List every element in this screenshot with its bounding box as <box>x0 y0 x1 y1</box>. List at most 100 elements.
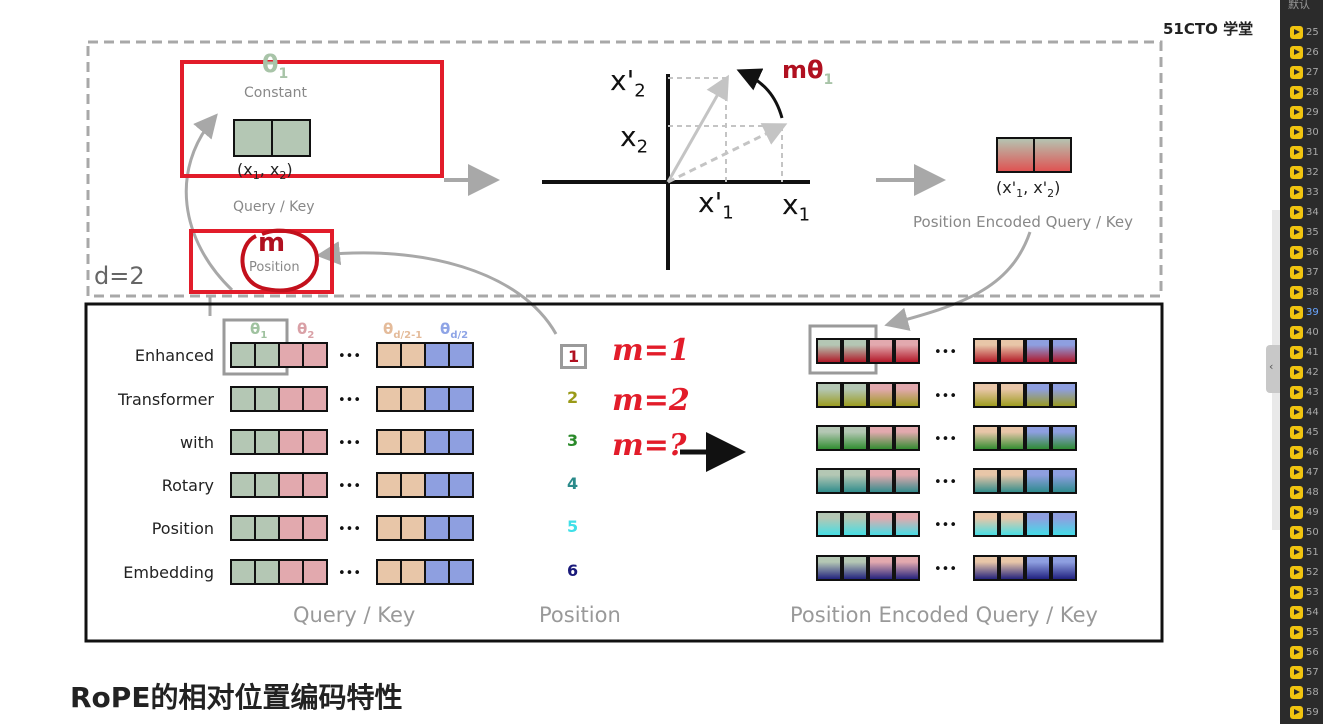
encoded-cell <box>868 511 894 537</box>
encoded-rows: •••••••••••••••••• <box>816 338 1077 581</box>
red-highlight-position <box>189 229 334 294</box>
encoded-cell <box>973 338 999 364</box>
annotation-2: m=2 <box>612 383 690 418</box>
encoded-cell <box>868 468 894 494</box>
theta-header: θd/2 <box>440 320 468 341</box>
play-icon <box>1290 525 1303 539</box>
playlist-item-number: 43 <box>1306 386 1319 398</box>
playlist-item[interactable]: 50 <box>1290 524 1319 540</box>
qk-cell <box>302 429 328 455</box>
qk-cell <box>400 386 426 412</box>
playlist-item[interactable]: 35 <box>1290 224 1319 240</box>
constant-label: Constant <box>244 85 307 101</box>
qk-cell <box>278 472 304 498</box>
rotation-m: m <box>782 56 808 84</box>
qk-cell <box>448 472 474 498</box>
rotation-theta: θ <box>807 56 824 84</box>
encoded-cell <box>842 382 868 408</box>
playlist-item[interactable]: 31 <box>1290 144 1319 160</box>
playlist-item[interactable]: 58 <box>1290 684 1319 700</box>
qk-cell <box>400 429 426 455</box>
qk-cell <box>278 386 304 412</box>
playlist-item-number: 41 <box>1306 346 1319 358</box>
bottom-title: RoPE的相对位置编码特性 <box>70 681 403 714</box>
bottom-box <box>84 302 1164 643</box>
red-circle-annotation <box>240 228 319 293</box>
playlist-item[interactable]: 28 <box>1290 84 1319 100</box>
playlist-item[interactable]: 44 <box>1290 404 1319 420</box>
playlist-item[interactable]: 47 <box>1290 464 1319 480</box>
playlist-item[interactable]: 39 <box>1290 304 1319 320</box>
playlist-item[interactable]: 49 <box>1290 504 1319 520</box>
playlist-item[interactable]: 37 <box>1290 264 1319 280</box>
play-icon <box>1290 285 1303 299</box>
theta-symbol: θ <box>440 320 451 338</box>
playlist-item[interactable]: 38 <box>1290 284 1319 300</box>
playlist-item[interactable]: 55 <box>1290 624 1319 640</box>
footer-query-key: Query / Key <box>293 603 416 627</box>
encoded-cell <box>999 425 1025 451</box>
qk-cell <box>254 342 280 368</box>
qk-cell <box>230 386 256 412</box>
footer-position: Position <box>539 603 621 627</box>
qk-cell <box>400 559 426 585</box>
playlist-item[interactable]: 32 <box>1290 164 1319 180</box>
playlist-item[interactable]: 51 <box>1290 544 1319 560</box>
play-icon <box>1290 165 1303 179</box>
playlist-item[interactable]: 45 <box>1290 424 1319 440</box>
rotation-label: mθ1 <box>782 56 833 88</box>
encoded-cell <box>816 511 842 537</box>
playlist-item[interactable]: 43 <box>1290 384 1319 400</box>
sidebar-collapse-button[interactable]: ‹ <box>1266 345 1280 393</box>
encoded-cell <box>816 338 842 364</box>
playlist-item-number: 46 <box>1306 446 1319 458</box>
annotation-3: m=? <box>612 428 687 463</box>
axis-x1-sub: 1 <box>798 204 811 226</box>
playlist-item[interactable]: 40 <box>1290 324 1319 340</box>
ellipsis: ••• <box>338 349 361 364</box>
playlist-item-number: 44 <box>1306 406 1319 418</box>
playlist-item[interactable]: 25 <box>1290 24 1319 40</box>
playlist-item[interactable]: 59 <box>1290 704 1319 720</box>
encoded-cell <box>999 511 1025 537</box>
play-icon <box>1290 685 1303 699</box>
theta1-label: θ1 <box>262 50 288 82</box>
play-icon <box>1290 325 1303 339</box>
playlist-item-number: 39 <box>1306 306 1319 318</box>
theta-header: θd/2-1 <box>383 320 422 341</box>
playlist-item[interactable]: 26 <box>1290 44 1319 60</box>
playlist-item[interactable]: 56 <box>1290 644 1319 660</box>
qk-cell <box>400 342 426 368</box>
playlist-item[interactable]: 46 <box>1290 444 1319 460</box>
encoded-cell <box>973 425 999 451</box>
playlist-item[interactable]: 29 <box>1290 104 1319 120</box>
encoded-cell <box>842 511 868 537</box>
playlist-item-number: 58 <box>1306 686 1319 698</box>
playlist-item[interactable]: 30 <box>1290 124 1319 140</box>
playlist-item[interactable]: 34 <box>1290 204 1319 220</box>
theta1-text: θ <box>262 50 279 78</box>
theta-subscript: 2 <box>307 330 315 341</box>
playlist-item-number: 31 <box>1306 146 1319 158</box>
word-label: with <box>180 433 214 452</box>
playlist-item-number: 54 <box>1306 606 1319 618</box>
playlist-item[interactable]: 54 <box>1290 604 1319 620</box>
playlist-item[interactable]: 41 <box>1290 344 1319 360</box>
playlist-item[interactable]: 27 <box>1290 64 1319 80</box>
encoded-cell <box>894 338 920 364</box>
playlist-item[interactable]: 57 <box>1290 664 1319 680</box>
axis-label-xp2: x'2 <box>610 64 646 102</box>
ellipsis: ••• <box>338 393 361 408</box>
arrow-encoded-down <box>884 231 1032 331</box>
playlist-item[interactable]: 33 <box>1290 184 1319 200</box>
playlist-item[interactable]: 36 <box>1290 244 1319 260</box>
playlist-item[interactable]: 52 <box>1290 564 1319 580</box>
playlist-item-number: 33 <box>1306 186 1319 198</box>
playlist-item[interactable]: 53 <box>1290 584 1319 600</box>
playlist-item[interactable]: 42 <box>1290 364 1319 380</box>
ellipsis: ••• <box>934 562 957 577</box>
qk-cell <box>448 386 474 412</box>
playlist-item[interactable]: 48 <box>1290 484 1319 500</box>
pair-label: (x1, x2) <box>237 160 293 183</box>
encoded-cell <box>894 425 920 451</box>
